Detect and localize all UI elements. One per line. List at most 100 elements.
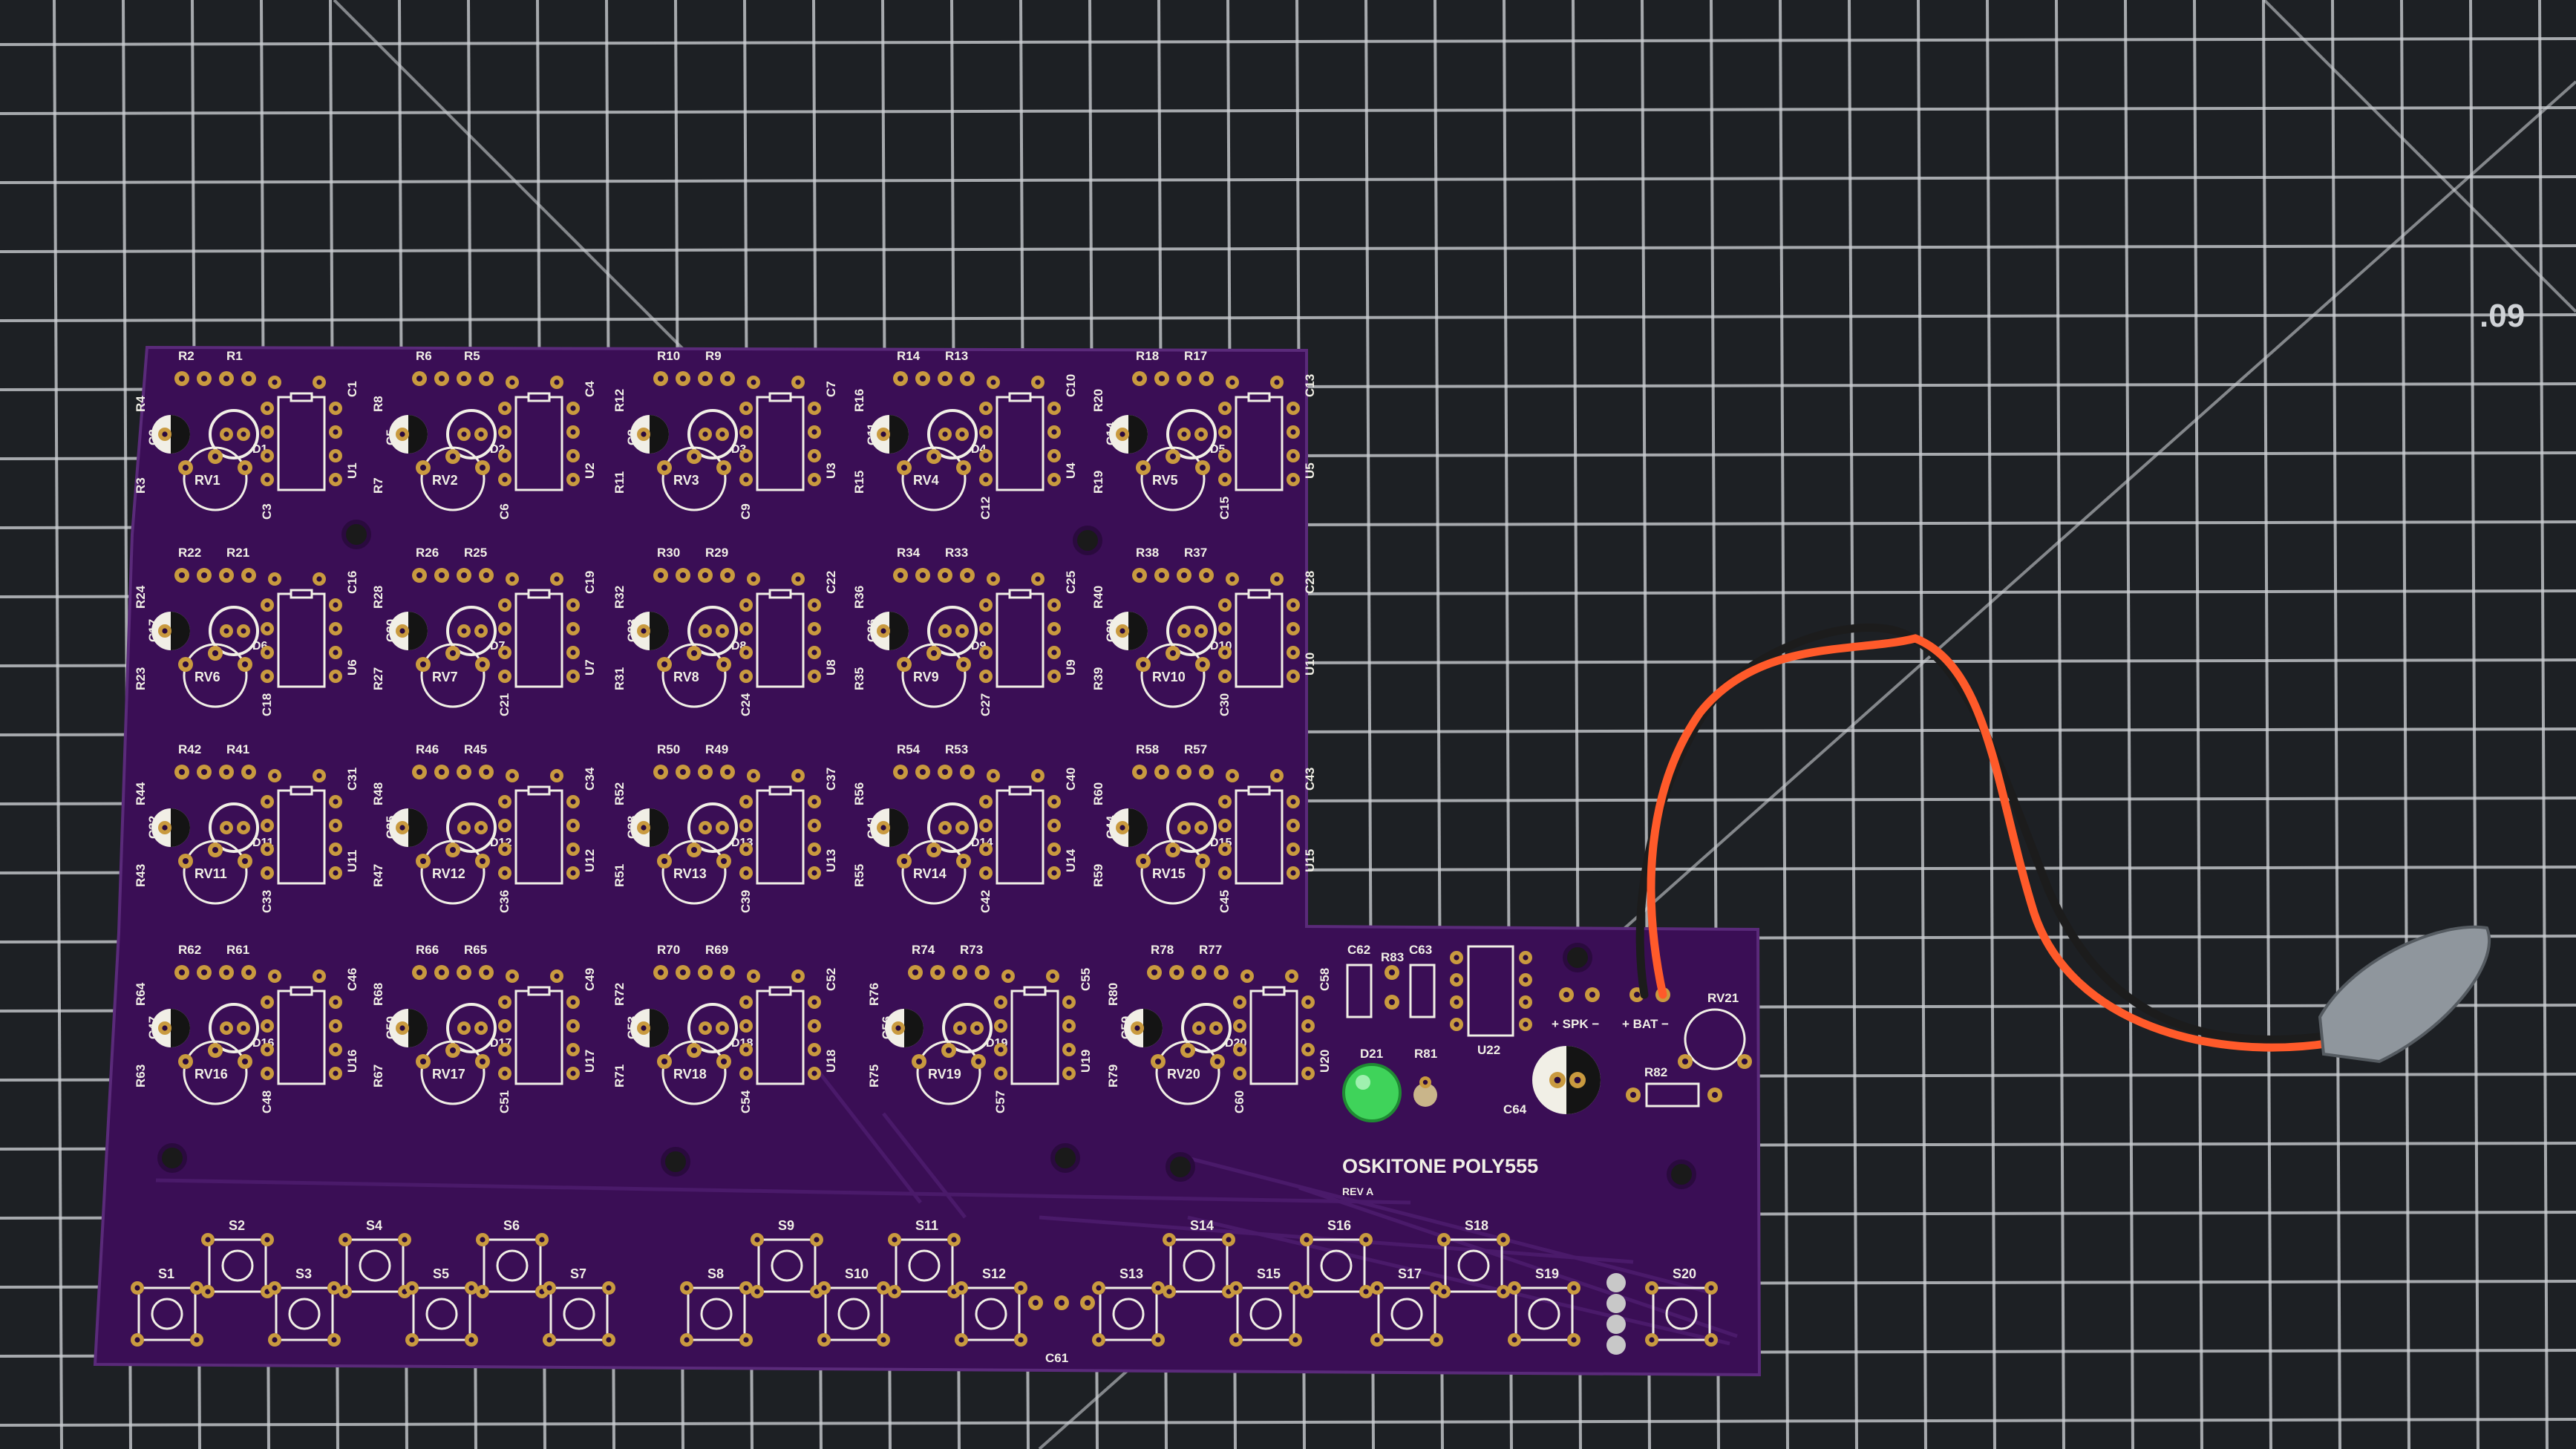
- ic-notch: [527, 589, 551, 599]
- pad-hole: [1051, 405, 1057, 411]
- pad-hole: [721, 858, 727, 864]
- pad-hole: [1290, 846, 1296, 852]
- trimpot-label: RV11: [194, 866, 227, 881]
- ic-label: U22: [1477, 1043, 1500, 1057]
- tactile-switch: S16: [1300, 1218, 1373, 1298]
- trimpot-label: RV14: [913, 866, 947, 881]
- pad-hole: [242, 465, 248, 471]
- pad-hole: [641, 825, 647, 831]
- capacitor-label: C44: [1104, 815, 1118, 839]
- pad-hole: [942, 769, 948, 775]
- pad-hole: [751, 576, 756, 582]
- pad-hole: [1292, 1337, 1298, 1343]
- ic-label: U2: [583, 462, 597, 479]
- trimpot-outline: [661, 643, 727, 708]
- ic-notch: [527, 986, 551, 996]
- trimpot-outline: [420, 446, 486, 511]
- led-outline: [209, 1003, 259, 1053]
- pad-hole: [1151, 969, 1157, 975]
- resistor-label: R33: [945, 546, 968, 560]
- switch-outline: [824, 1286, 883, 1341]
- tactile-switch: S9: [751, 1218, 823, 1298]
- resistor-label: R63: [134, 1064, 148, 1087]
- pad-hole: [1050, 973, 1056, 979]
- pad-hole: [439, 769, 445, 775]
- pad-hole: [342, 1289, 348, 1295]
- trimpot-label: RV20: [1167, 1067, 1200, 1082]
- pad-hole: [480, 1237, 486, 1243]
- resistor-label: R34: [897, 546, 921, 560]
- resistor-label: R77: [1199, 943, 1222, 957]
- pad-hole: [983, 799, 989, 805]
- switch-label: S12: [982, 1266, 1006, 1281]
- pad-hole: [480, 465, 486, 471]
- pad-hole: [661, 858, 667, 864]
- pad-hole: [998, 1047, 1004, 1053]
- capacitor-label: C11: [865, 423, 879, 445]
- pad-hole: [942, 376, 948, 382]
- pad-hole: [961, 661, 967, 667]
- pad-hole: [468, 1337, 474, 1343]
- pad-hole: [205, 1237, 211, 1243]
- pad-hole: [1222, 429, 1228, 435]
- pad-hole: [1290, 429, 1296, 435]
- pad-hole: [416, 572, 422, 578]
- pad-hole: [333, 846, 339, 852]
- grid-line-horizontal: [0, 313, 2576, 322]
- pad-hole: [201, 769, 207, 775]
- pad-hole: [1222, 846, 1228, 852]
- pad-hole: [795, 576, 801, 582]
- ic-label: U18: [824, 1050, 838, 1073]
- pad-hole: [931, 847, 937, 853]
- capacitor-label: C41: [865, 816, 879, 839]
- pad-hole: [1159, 769, 1165, 775]
- capacitor-label: C16: [345, 571, 359, 594]
- led-outline: [446, 1003, 497, 1053]
- pad-hole: [743, 799, 749, 805]
- green-led: [1342, 1063, 1402, 1122]
- pad-hole: [702, 431, 708, 437]
- pad-hole: [743, 673, 749, 679]
- capacitor-band: [1143, 1009, 1163, 1047]
- led-outline: [687, 409, 738, 459]
- trimpot-label: RV9: [913, 670, 939, 684]
- pad-hole: [880, 1285, 886, 1291]
- pad-hole: [1203, 376, 1209, 382]
- pad-hole: [179, 376, 185, 382]
- trimpot-outline: [1140, 446, 1206, 511]
- resistor-label: R69: [705, 943, 728, 957]
- pad-hole: [246, 769, 252, 775]
- capacitor-label: C34: [583, 767, 597, 791]
- ic-outline: [1467, 945, 1514, 1037]
- pad-hole: [743, 1337, 749, 1343]
- pad-hole: [183, 1059, 189, 1064]
- pad-hole: [920, 376, 926, 382]
- grid-line-vertical: [2193, 0, 2203, 1449]
- pad-hole: [242, 858, 248, 864]
- switch-label: S10: [845, 1266, 869, 1281]
- pad-hole: [264, 453, 270, 459]
- trimpot-outline: [420, 643, 486, 708]
- switch-label: S9: [778, 1218, 794, 1233]
- resistor-outline: [1645, 1082, 1700, 1108]
- capacitor-band: [171, 415, 190, 454]
- led-highlight: [1356, 1075, 1370, 1090]
- trimpot-label: RV3: [673, 473, 699, 488]
- pad-hole: [483, 376, 489, 382]
- pad-hole: [983, 453, 989, 459]
- resistor-label: R21: [226, 546, 249, 560]
- pad-hole: [1290, 650, 1296, 655]
- pad-hole: [333, 1070, 339, 1076]
- pad-hole: [502, 999, 508, 1005]
- resistor-label: R68: [371, 983, 385, 1006]
- trimpot-outline: [1140, 840, 1206, 905]
- pad-hole: [570, 822, 576, 828]
- grid-line-horizontal: [0, 244, 2576, 253]
- pad-hole: [1222, 822, 1228, 828]
- capacitor-band: [650, 1009, 669, 1047]
- pad-hole: [272, 773, 278, 779]
- led-outline: [1166, 606, 1217, 656]
- pad-hole: [570, 429, 576, 435]
